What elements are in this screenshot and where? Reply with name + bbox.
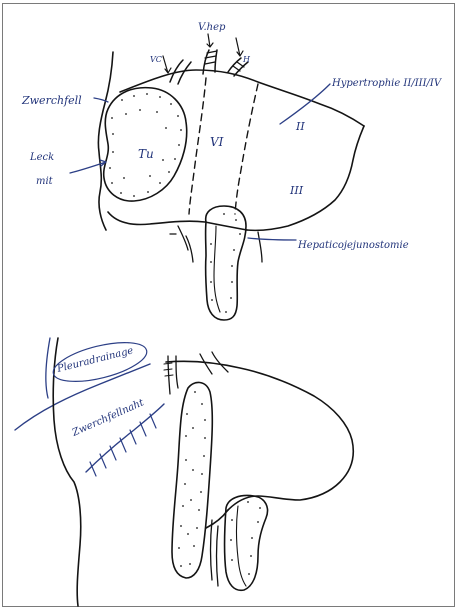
pointer-hepatico — [248, 238, 296, 240]
jejunal-bottom-stipple — [230, 501, 261, 575]
segment-line-right — [235, 84, 258, 214]
label-leck-line2: mit — [36, 176, 54, 187]
diaphragm-outline — [98, 52, 113, 230]
pleura-curve — [15, 364, 150, 430]
label-pleuradrainage: Pleuradrainage — [55, 345, 134, 375]
arrow-vc — [163, 56, 171, 73]
segment-line-left — [189, 78, 206, 214]
label-zwerchfellnaht: Zwerchfellnaht — [70, 397, 147, 439]
labels: V.hep VC H Zwerchfell Leck mit Tu VI II … — [21, 22, 443, 439]
liver-outline-right — [247, 126, 364, 230]
label-seg-vi: VI — [210, 135, 224, 149]
drain-outline — [172, 382, 212, 578]
label-seg-iii: III — [289, 184, 304, 197]
arrow-h — [236, 38, 243, 56]
label-hypertrophie: Hypertrophie II/III/IV — [331, 78, 443, 89]
tumor-outline — [104, 88, 187, 201]
label-h: H — [242, 55, 251, 64]
jejunal-loop-bottom — [225, 496, 268, 591]
jejunal-loop-inner — [214, 226, 220, 312]
vessel-lines — [168, 352, 228, 394]
label-seg-ii: II — [295, 120, 305, 133]
bottom-panel — [15, 338, 353, 606]
pleura-curve-2 — [46, 338, 50, 398]
arrow-vhep — [207, 34, 213, 47]
liver-outline-lower — [108, 212, 247, 230]
label-vhep: V.hep — [198, 22, 226, 33]
label-tu: Tu — [138, 147, 154, 161]
label-hepatico: Hepaticojejunostomie — [297, 240, 409, 251]
label-zwerchfell-top: Zwerchfell — [21, 94, 82, 107]
jejunal-loop-bottom-inner — [237, 506, 247, 586]
liver-outline-upper — [120, 70, 364, 126]
label-leck-line1: Leck — [29, 152, 54, 163]
loop-tubes — [211, 520, 219, 586]
label-vc: VC — [150, 55, 162, 64]
pointer-hypertrophie — [280, 84, 330, 124]
top-panel — [70, 34, 364, 320]
drain-stipple — [178, 391, 206, 567]
